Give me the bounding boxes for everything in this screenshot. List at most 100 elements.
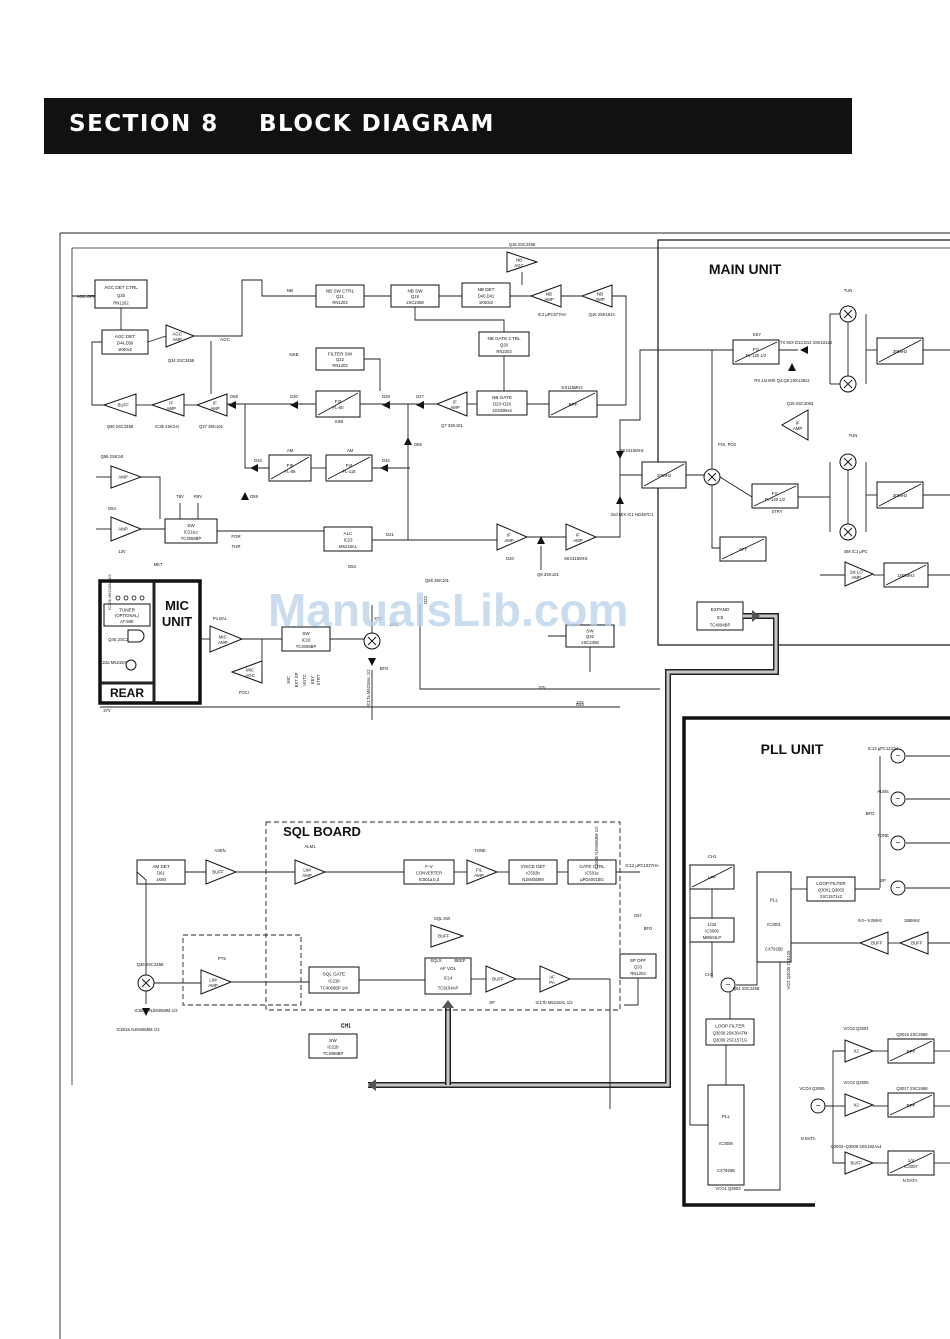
block-part: 1SS2B5x4 [492,408,512,413]
agc-off-label: AGC OFF [77,294,96,299]
diagram-label: D27 [416,394,424,399]
block-part: IC5 [717,615,724,620]
filter-symbol [885,564,927,586]
amp-label: AMP [210,406,220,411]
block-part: RN1202 [332,300,348,305]
diagram-label: 13V [118,549,126,554]
block-part: Q3001,Q3002 [818,887,845,892]
diagram-label: Q15 2SC2053 [787,401,814,406]
amp-label: AMP [302,873,312,878]
bus-arrow-icon [752,610,760,622]
amp-label: BUFF [871,941,883,946]
filter-symbol [734,341,778,363]
filter-label: 30MHz [893,493,908,498]
signal-line [414,307,505,332]
block-part: Q3036 2SK30ATM [713,1031,748,1036]
block-gate_ctrl [567,859,617,885]
diagram-label: D93 [576,702,584,707]
diagram-label: BFO [380,666,389,671]
filter-symbol [889,1094,933,1116]
amp-label: NB [546,292,552,297]
sql-board-title: SQL BOARD [283,824,361,839]
filter-symbol [889,1152,933,1174]
filter-symbol [878,483,922,507]
block-part: Q33 [634,964,643,969]
block-label: LOOP FILTER [715,1024,745,1029]
amp-label: AMP [118,527,128,532]
diagram-label: 69.0115MHz [620,448,643,453]
block-part: AT-50E [120,619,134,624]
block-sw_ic21 [164,518,218,544]
block-part: Q20 [500,342,509,347]
block-label: SQL GATE [323,972,345,977]
filter-label: FI4 [346,463,353,468]
diagram-label: RX 1st MIX Q4,Q5 2SK125x2 [754,378,810,383]
mixer-cross [843,309,853,319]
diagram-label: D28 [382,394,390,399]
diode-symbol [416,401,424,409]
block-nb_gate_ctrl [478,331,530,357]
diagram-label: POI, PO2 [718,442,737,447]
filter-symbol [317,392,359,416]
bus-arrow-icon [368,1079,376,1091]
amp-label: X2 [854,1049,860,1054]
signal-line [624,978,639,1006]
diagram-label: D55 [414,442,422,447]
signal-line [419,604,660,690]
oscillator-wave: ~ [896,795,901,804]
diagram-label: BFO [644,926,653,931]
rear-label: REAR [110,686,144,700]
diagram-label: VCO4 Q3006 [799,1086,825,1091]
diagram-label: THR [231,544,240,549]
amp-label: BUFF [212,870,224,875]
amp-label: AMP [218,640,228,645]
amp-if_amp_q56 [496,523,529,551]
diagram-label: 37V [576,700,584,705]
amp-label: BUFF [117,403,129,408]
diagram-label: Q56 2SK24I [101,454,124,459]
mixer-cross [843,527,853,537]
block-part: RN1202 [113,300,129,305]
block-part: 1K60x2 [479,300,494,305]
oscillator-symbol [890,791,906,807]
block-part: IC3001 [767,922,781,927]
signal-line [596,349,712,538]
section-header: SECTION 8 BLOCK DIAGRAM [44,98,852,154]
diagram-label: SP [489,1000,495,1005]
block-sw_ic16 [281,626,331,652]
diagram-label: MET [154,562,163,567]
diagram-label: IC22b M5218AL 1/2 [107,574,112,610]
block-label: SW [329,1038,337,1043]
diagram-label: PTS [218,956,226,961]
amp-label: AMP [595,297,605,302]
block-part: TC4066BP [323,1051,344,1056]
diagram-label: Q34 2SC2458 [168,358,195,363]
diagram-label: D53 [348,564,356,569]
block-part: MB504LP [703,935,722,940]
block-label: AF VOL [440,966,457,971]
diagram-label: 9.0~ 9.0MHz [858,918,882,923]
amp-label: LIM [209,978,217,983]
diagram-label: UNTC [302,674,307,686]
diagram-label: Q7 3SK101 [441,423,463,428]
block-part: 1K60x2 [118,347,133,352]
block-part: Q32 [586,634,595,639]
mixer-cross [843,379,853,389]
amp-label: 1st LO [850,570,864,575]
amp-lim_amp2 [200,969,233,995]
amp-lo_amp [844,561,875,587]
block-label: 1/32 [708,922,717,927]
diode-symbol [382,401,390,409]
signal-line [744,962,781,1191]
block-part: 2SC1571x2 [820,894,843,899]
block-label: SW [586,628,594,633]
amp-label: AMP [544,297,554,302]
diagram-label: D58 [230,394,238,399]
block-part: CONVERTER [416,870,442,875]
diagram-label: 288MHz [904,918,920,923]
block-part: TC4066BP [296,644,317,649]
block-part: IC3009 [705,928,719,933]
block-part: D61 [157,870,165,875]
amp-label: NB [597,292,603,297]
block-pll_ic3008 [707,1084,745,1186]
